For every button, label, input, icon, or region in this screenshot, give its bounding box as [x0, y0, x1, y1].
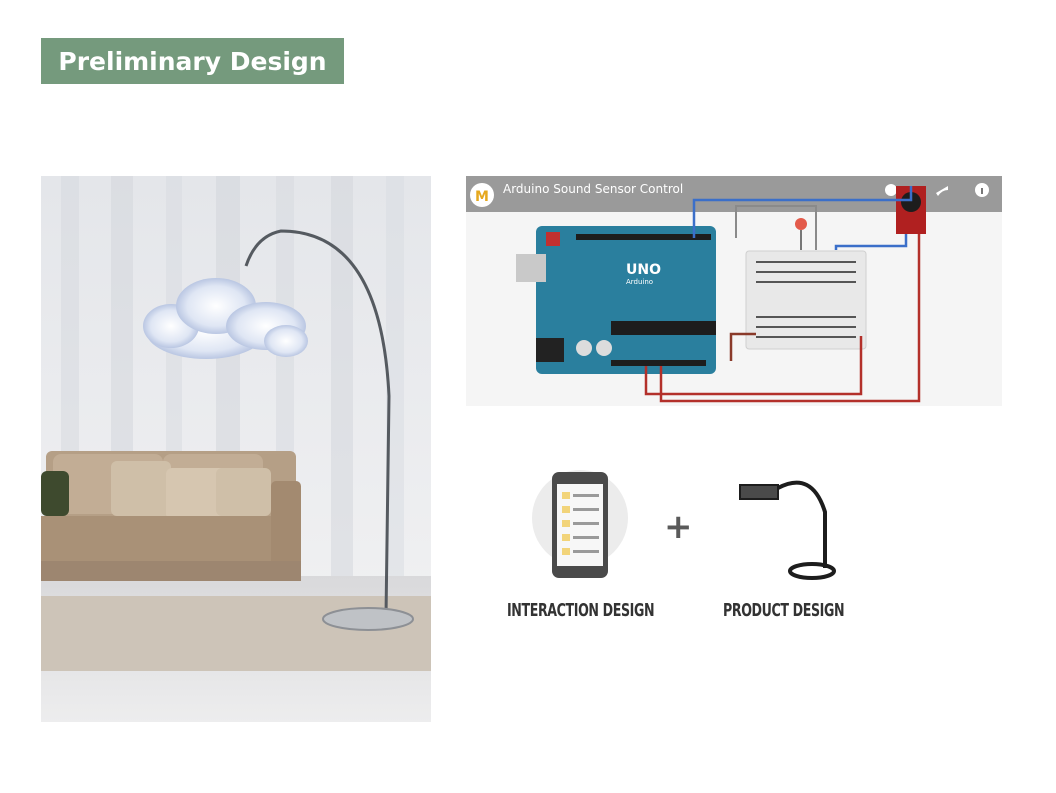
desk-lamp-icon: [739, 480, 836, 580]
board-uno-label: UNO: [626, 262, 661, 278]
design-concept: + INTERACTION DESIGN PRODUCT DESIGN: [490, 450, 910, 650]
interaction-design-label: INTERACTION DESIGN: [507, 600, 655, 621]
cloud-lamp-photo: [41, 176, 431, 722]
board-brand-label: Arduino: [626, 278, 653, 286]
product-design-label: PRODUCT DESIGN: [723, 600, 845, 621]
video-title: Arduino Sound Sensor Control: [503, 182, 684, 196]
smartphone-icon: [552, 472, 608, 578]
title-banner: Preliminary Design: [41, 38, 344, 84]
arduino-video-thumbnail[interactable]: M UNO Arduino: [466, 176, 1002, 406]
svg-text:M: M: [475, 189, 489, 205]
plus-icon: +: [664, 507, 693, 547]
page-title: Preliminary Design: [58, 46, 327, 76]
